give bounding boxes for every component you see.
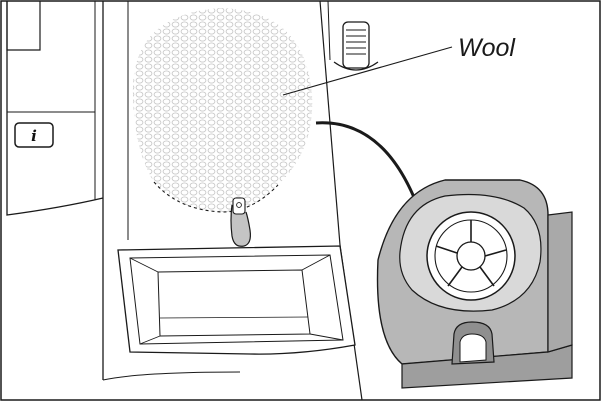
thread-guide-hook xyxy=(230,197,251,247)
machine-left-panel xyxy=(6,1,104,216)
tray xyxy=(117,245,356,355)
wool-callout-line xyxy=(282,46,453,96)
wool-label: Wool xyxy=(458,34,516,62)
info-icon: i xyxy=(14,122,54,148)
wool-ball xyxy=(132,8,313,213)
spool-holder-detail xyxy=(376,179,573,389)
info-glyph: i xyxy=(31,127,37,145)
thread-knob xyxy=(327,0,379,71)
